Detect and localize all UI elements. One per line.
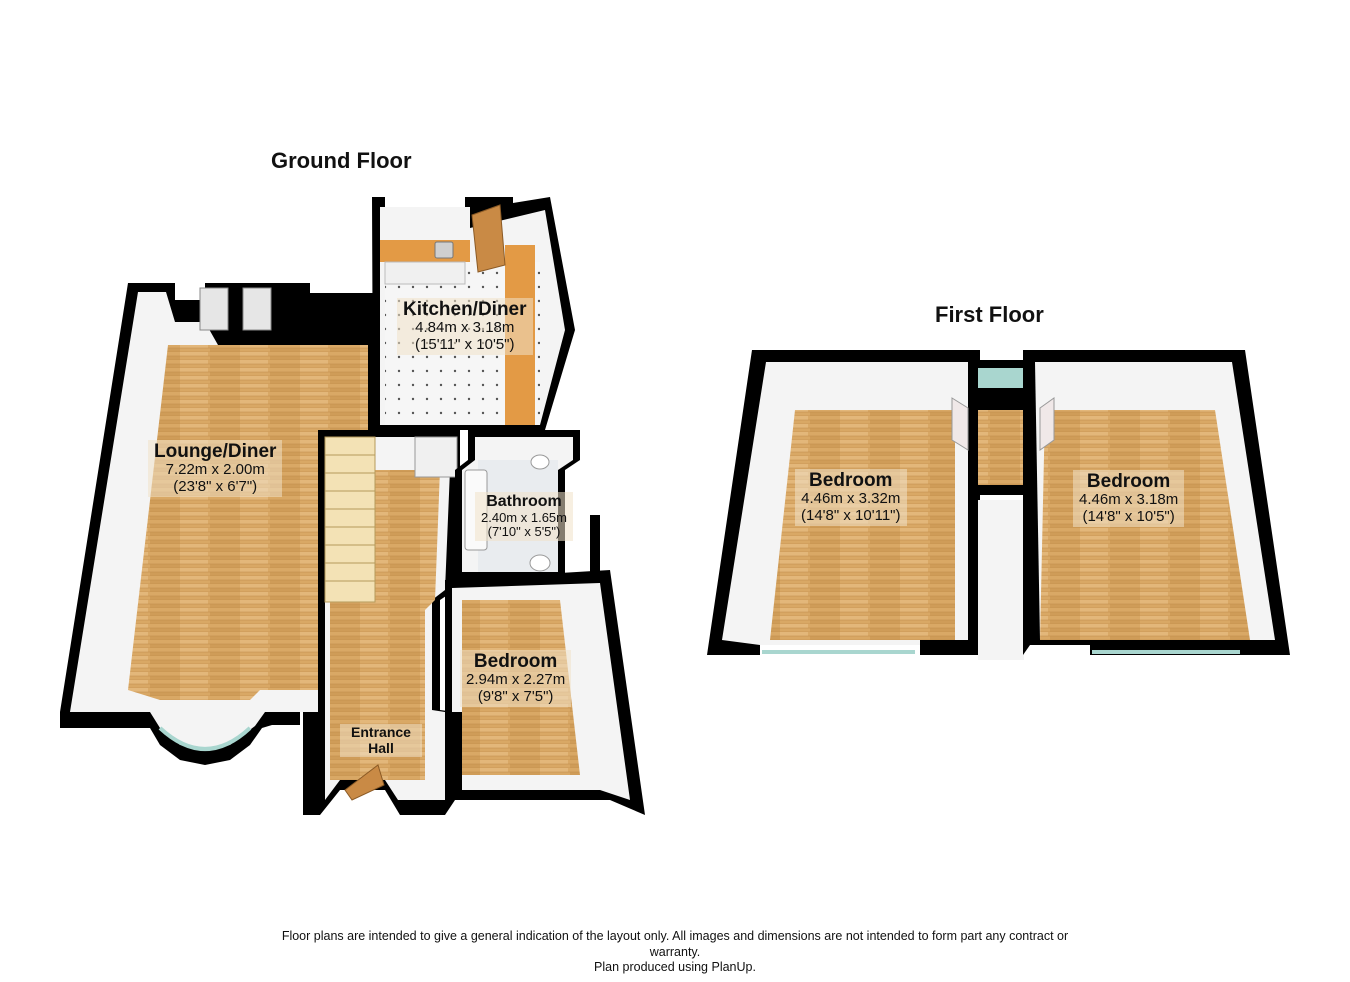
room-label-ground-bedroom: Bedroom 2.94m x 2.27m (9'8" x 7'5") [460, 650, 572, 707]
room-dim-metric: 7.22m x 2.00m [165, 461, 265, 479]
toilet-icon [529, 554, 551, 572]
patio-door-left-icon [199, 287, 229, 331]
bedroom-right-door-icon [1039, 397, 1055, 451]
room-label-kitchen-diner: Kitchen/Diner 4.84m x 3.18m (15'11" x 10… [397, 298, 533, 355]
room-name: Bedroom [473, 651, 558, 672]
room-name: Kitchen/Diner [403, 299, 527, 320]
landing-floor [978, 410, 1024, 485]
room-dim-metric: 2.94m x 2.27m [466, 671, 566, 689]
room-dim-imperial: (23'8" x 6'7") [173, 478, 258, 496]
staircase-icon [324, 436, 376, 603]
room-name: Lounge/Diner [154, 441, 277, 462]
bedroom-left-door-icon [951, 397, 969, 451]
patio-door-right-icon [242, 287, 272, 331]
room-dim-metric: 4.84m x 3.18m [415, 319, 515, 337]
room-label-first-bedroom-right: Bedroom 4.46m x 3.18m (14'8" x 10'5") [1073, 470, 1185, 527]
bay-window-icon [158, 726, 252, 751]
stairwell [978, 500, 1024, 660]
room-dim-metric: 4.46m x 3.18m [1079, 491, 1179, 509]
room-name: Entrance Hall [351, 724, 411, 756]
disclaimer-line-2: warranty. [649, 944, 701, 959]
disclaimer-line-3: Plan produced using PlanUp. [594, 960, 756, 975]
room-dim-imperial: (9'8" x 7'5") [477, 688, 554, 706]
landing-window-icon [978, 368, 1024, 388]
room-dim-imperial: (7'10" x 5'5") [487, 524, 561, 540]
room-dim-imperial: (14'8" x 10'5") [1082, 508, 1175, 526]
room-label-first-bedroom-left: Bedroom 4.46m x 3.32m (14'8" x 10'11") [795, 469, 907, 526]
front-door-icon [344, 764, 385, 801]
lounge-floor [128, 345, 368, 700]
room-label-bathroom: Bathroom 2.40m x 1.65m (7'10" x 5'5") [475, 492, 573, 541]
room-dim-imperial: (14'8" x 10'11") [801, 507, 901, 525]
room-dim-imperial: (15'11" x 10'5") [415, 336, 515, 354]
kitchen-cupboards [384, 261, 466, 285]
room-dim-metric: 2.40m x 1.65m [481, 509, 567, 525]
sink-icon [434, 241, 454, 259]
kitchen-door-icon [471, 204, 506, 273]
hall-door-icon [414, 436, 458, 478]
disclaimer: Floor plans are intended to give a gener… [0, 929, 1350, 976]
room-name: Bedroom [1086, 471, 1171, 492]
room-label-entrance-hall: Entrance Hall [340, 724, 422, 758]
room-name: Bathroom [486, 493, 562, 510]
basin-icon [530, 454, 550, 470]
room-name: Bedroom [809, 470, 893, 491]
room-dim-metric: 4.46m x 3.32m [801, 490, 901, 508]
first-floor-title: First Floor [935, 302, 1044, 327]
kitchen-worktop [380, 240, 470, 262]
room-label-lounge-diner: Lounge/Diner 7.22m x 2.00m (23'8" x 6'7"… [148, 440, 283, 497]
ground-floor-title: Ground Floor [271, 148, 412, 173]
disclaimer-line-1: Floor plans are intended to give a gener… [281, 929, 1069, 943]
